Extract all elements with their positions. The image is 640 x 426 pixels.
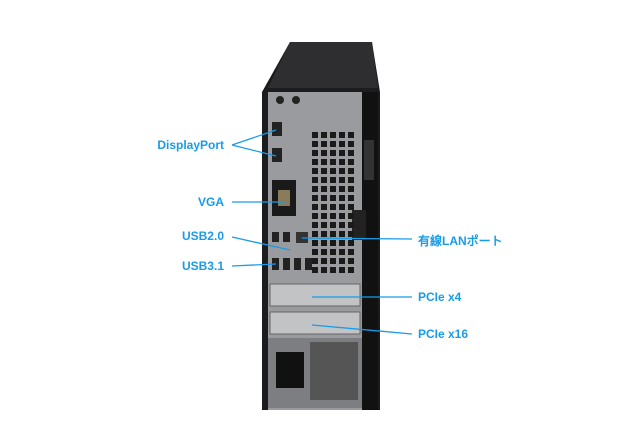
vent-hole [321,222,327,228]
pcie-slots [269,283,361,335]
vent-hole [330,195,336,201]
vent-hole [330,168,336,174]
vent-hole [348,150,354,156]
vent-hole [312,195,318,201]
vent-hole [321,267,327,273]
vent-hole [330,267,336,273]
vent-hole [312,177,318,183]
vent-hole [321,150,327,156]
vent-hole [312,249,318,255]
vent-hole [312,141,318,147]
vent-hole [348,186,354,192]
vent-hole [339,150,345,156]
vent-hole [321,186,327,192]
vent-hole [339,231,345,237]
vent-hole [330,204,336,210]
vent-hole [312,231,318,237]
vent-hole [348,258,354,264]
vent-hole [339,177,345,183]
vent-hole [348,213,354,219]
vent-hole [348,231,354,237]
vent-hole [312,258,318,264]
vent-hole [339,168,345,174]
vent-hole [348,159,354,165]
vent-hole [348,222,354,228]
label-pcie-x16: PCIe x16 [418,327,469,341]
vent-grid [312,132,354,273]
vent-hole [348,177,354,183]
vent-hole [330,231,336,237]
vent-hole [330,132,336,138]
vent-hole [321,204,327,210]
audio-ports [276,96,300,104]
vent-hole [348,141,354,147]
vent-hole [312,168,318,174]
vent-hole [312,150,318,156]
vent-hole [330,141,336,147]
label-lan-port: 有線LANポート [418,234,503,248]
vent-hole [330,258,336,264]
vent-hole [339,195,345,201]
vent-hole [348,132,354,138]
vent-hole [312,240,318,246]
vent-hole [339,159,345,165]
lan-port [296,232,308,243]
label-usb31: USB3.1 [181,259,224,273]
vent-hole [348,204,354,210]
vent-hole [312,204,318,210]
vent-hole [348,195,354,201]
vent-hole [330,186,336,192]
vent-hole [312,159,318,165]
vent-hole [339,213,345,219]
vent-hole [321,159,327,165]
vga-port [272,180,296,216]
label-pcie-x4: PCIe x4 [418,290,462,304]
vent-hole [312,132,318,138]
vent-hole [312,222,318,228]
vent-hole [330,213,336,219]
vent-hole [339,240,345,246]
vent-hole [339,249,345,255]
vent-hole [339,222,345,228]
vent-hole [330,159,336,165]
vent-hole [339,204,345,210]
vent-hole [321,231,327,237]
vent-hole [330,240,336,246]
vent-hole [321,168,327,174]
vent-hole [312,213,318,219]
vent-hole [321,177,327,183]
label-displayport: DisplayPort [157,138,224,152]
vent-hole [321,195,327,201]
vent-hole [348,249,354,255]
leader-lines [231,129,413,335]
vent-hole [348,267,354,273]
vent-hole [339,186,345,192]
vent-hole [348,168,354,174]
vent-hole [321,213,327,219]
vent-hole [330,249,336,255]
vent-hole [321,132,327,138]
label-usb20: USB2.0 [181,229,224,243]
vent-hole [330,150,336,156]
label-vga: VGA [197,195,224,209]
vent-hole [339,141,345,147]
displayport-ports [272,122,282,162]
vent-hole [312,267,318,273]
vent-hole [312,186,318,192]
vent-hole [339,132,345,138]
vent-hole [330,177,336,183]
vent-hole [339,258,345,264]
vent-hole [339,267,345,273]
vent-hole [321,258,327,264]
power-supply [268,338,362,408]
vent-hole [321,249,327,255]
vent-hole [321,141,327,147]
vent-hole [330,222,336,228]
vent-hole [348,240,354,246]
vent-hole [321,240,327,246]
